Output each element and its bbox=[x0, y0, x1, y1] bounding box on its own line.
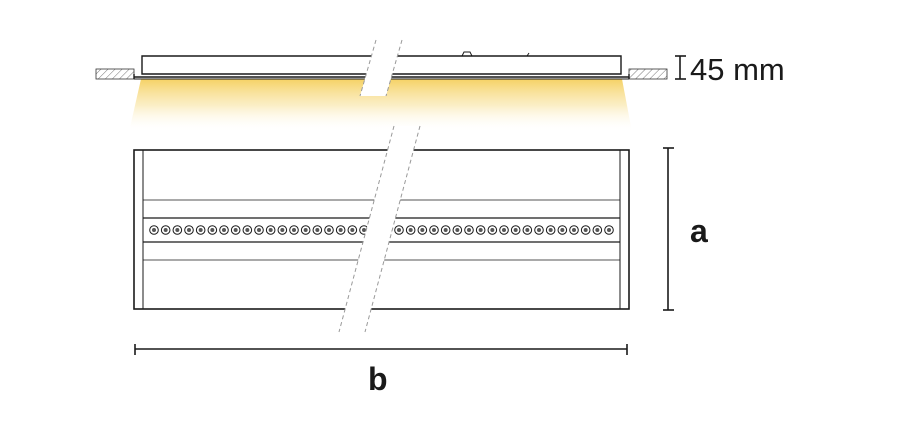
led bbox=[172, 225, 183, 235]
led bbox=[510, 225, 521, 235]
led bbox=[312, 225, 323, 235]
side-view-break bbox=[359, 39, 403, 97]
led bbox=[417, 225, 428, 235]
dimension-a-line bbox=[663, 147, 674, 311]
led bbox=[230, 225, 241, 235]
led bbox=[405, 225, 416, 235]
led bbox=[347, 225, 358, 235]
led bbox=[464, 225, 474, 235]
led bbox=[440, 225, 451, 235]
side-view: 45 mm bbox=[95, 39, 785, 132]
ceiling-right bbox=[628, 68, 668, 80]
led bbox=[219, 225, 229, 235]
led bbox=[534, 225, 544, 235]
bottom-view: a b bbox=[133, 125, 708, 397]
led bbox=[569, 225, 579, 235]
led bbox=[580, 225, 591, 235]
led bbox=[429, 225, 439, 235]
led bbox=[499, 225, 509, 235]
led bbox=[242, 225, 253, 235]
led bbox=[475, 225, 486, 235]
led bbox=[324, 225, 334, 235]
led bbox=[557, 225, 568, 235]
led bbox=[452, 225, 463, 235]
height-label: 45 mm bbox=[690, 52, 785, 87]
led bbox=[254, 225, 264, 235]
bottom-view-break bbox=[338, 125, 421, 333]
led bbox=[545, 225, 556, 235]
led bbox=[522, 225, 533, 235]
led bbox=[592, 225, 603, 235]
dimension-b-label: b bbox=[368, 361, 388, 397]
led bbox=[265, 225, 276, 235]
led bbox=[149, 225, 159, 235]
light-glow bbox=[129, 79, 632, 132]
led bbox=[604, 225, 614, 235]
led bbox=[487, 225, 498, 235]
led-strip bbox=[149, 225, 614, 235]
led bbox=[300, 225, 311, 235]
led bbox=[160, 225, 171, 235]
led bbox=[195, 225, 206, 235]
dimension-b-line bbox=[134, 344, 628, 355]
dimension-a-label: a bbox=[690, 213, 708, 249]
ceiling-left bbox=[95, 68, 135, 80]
led bbox=[277, 225, 288, 235]
height-dimension bbox=[675, 55, 686, 80]
led bbox=[394, 225, 404, 235]
led bbox=[335, 225, 346, 235]
led bbox=[184, 225, 194, 235]
led bbox=[207, 225, 218, 235]
led bbox=[289, 225, 299, 235]
